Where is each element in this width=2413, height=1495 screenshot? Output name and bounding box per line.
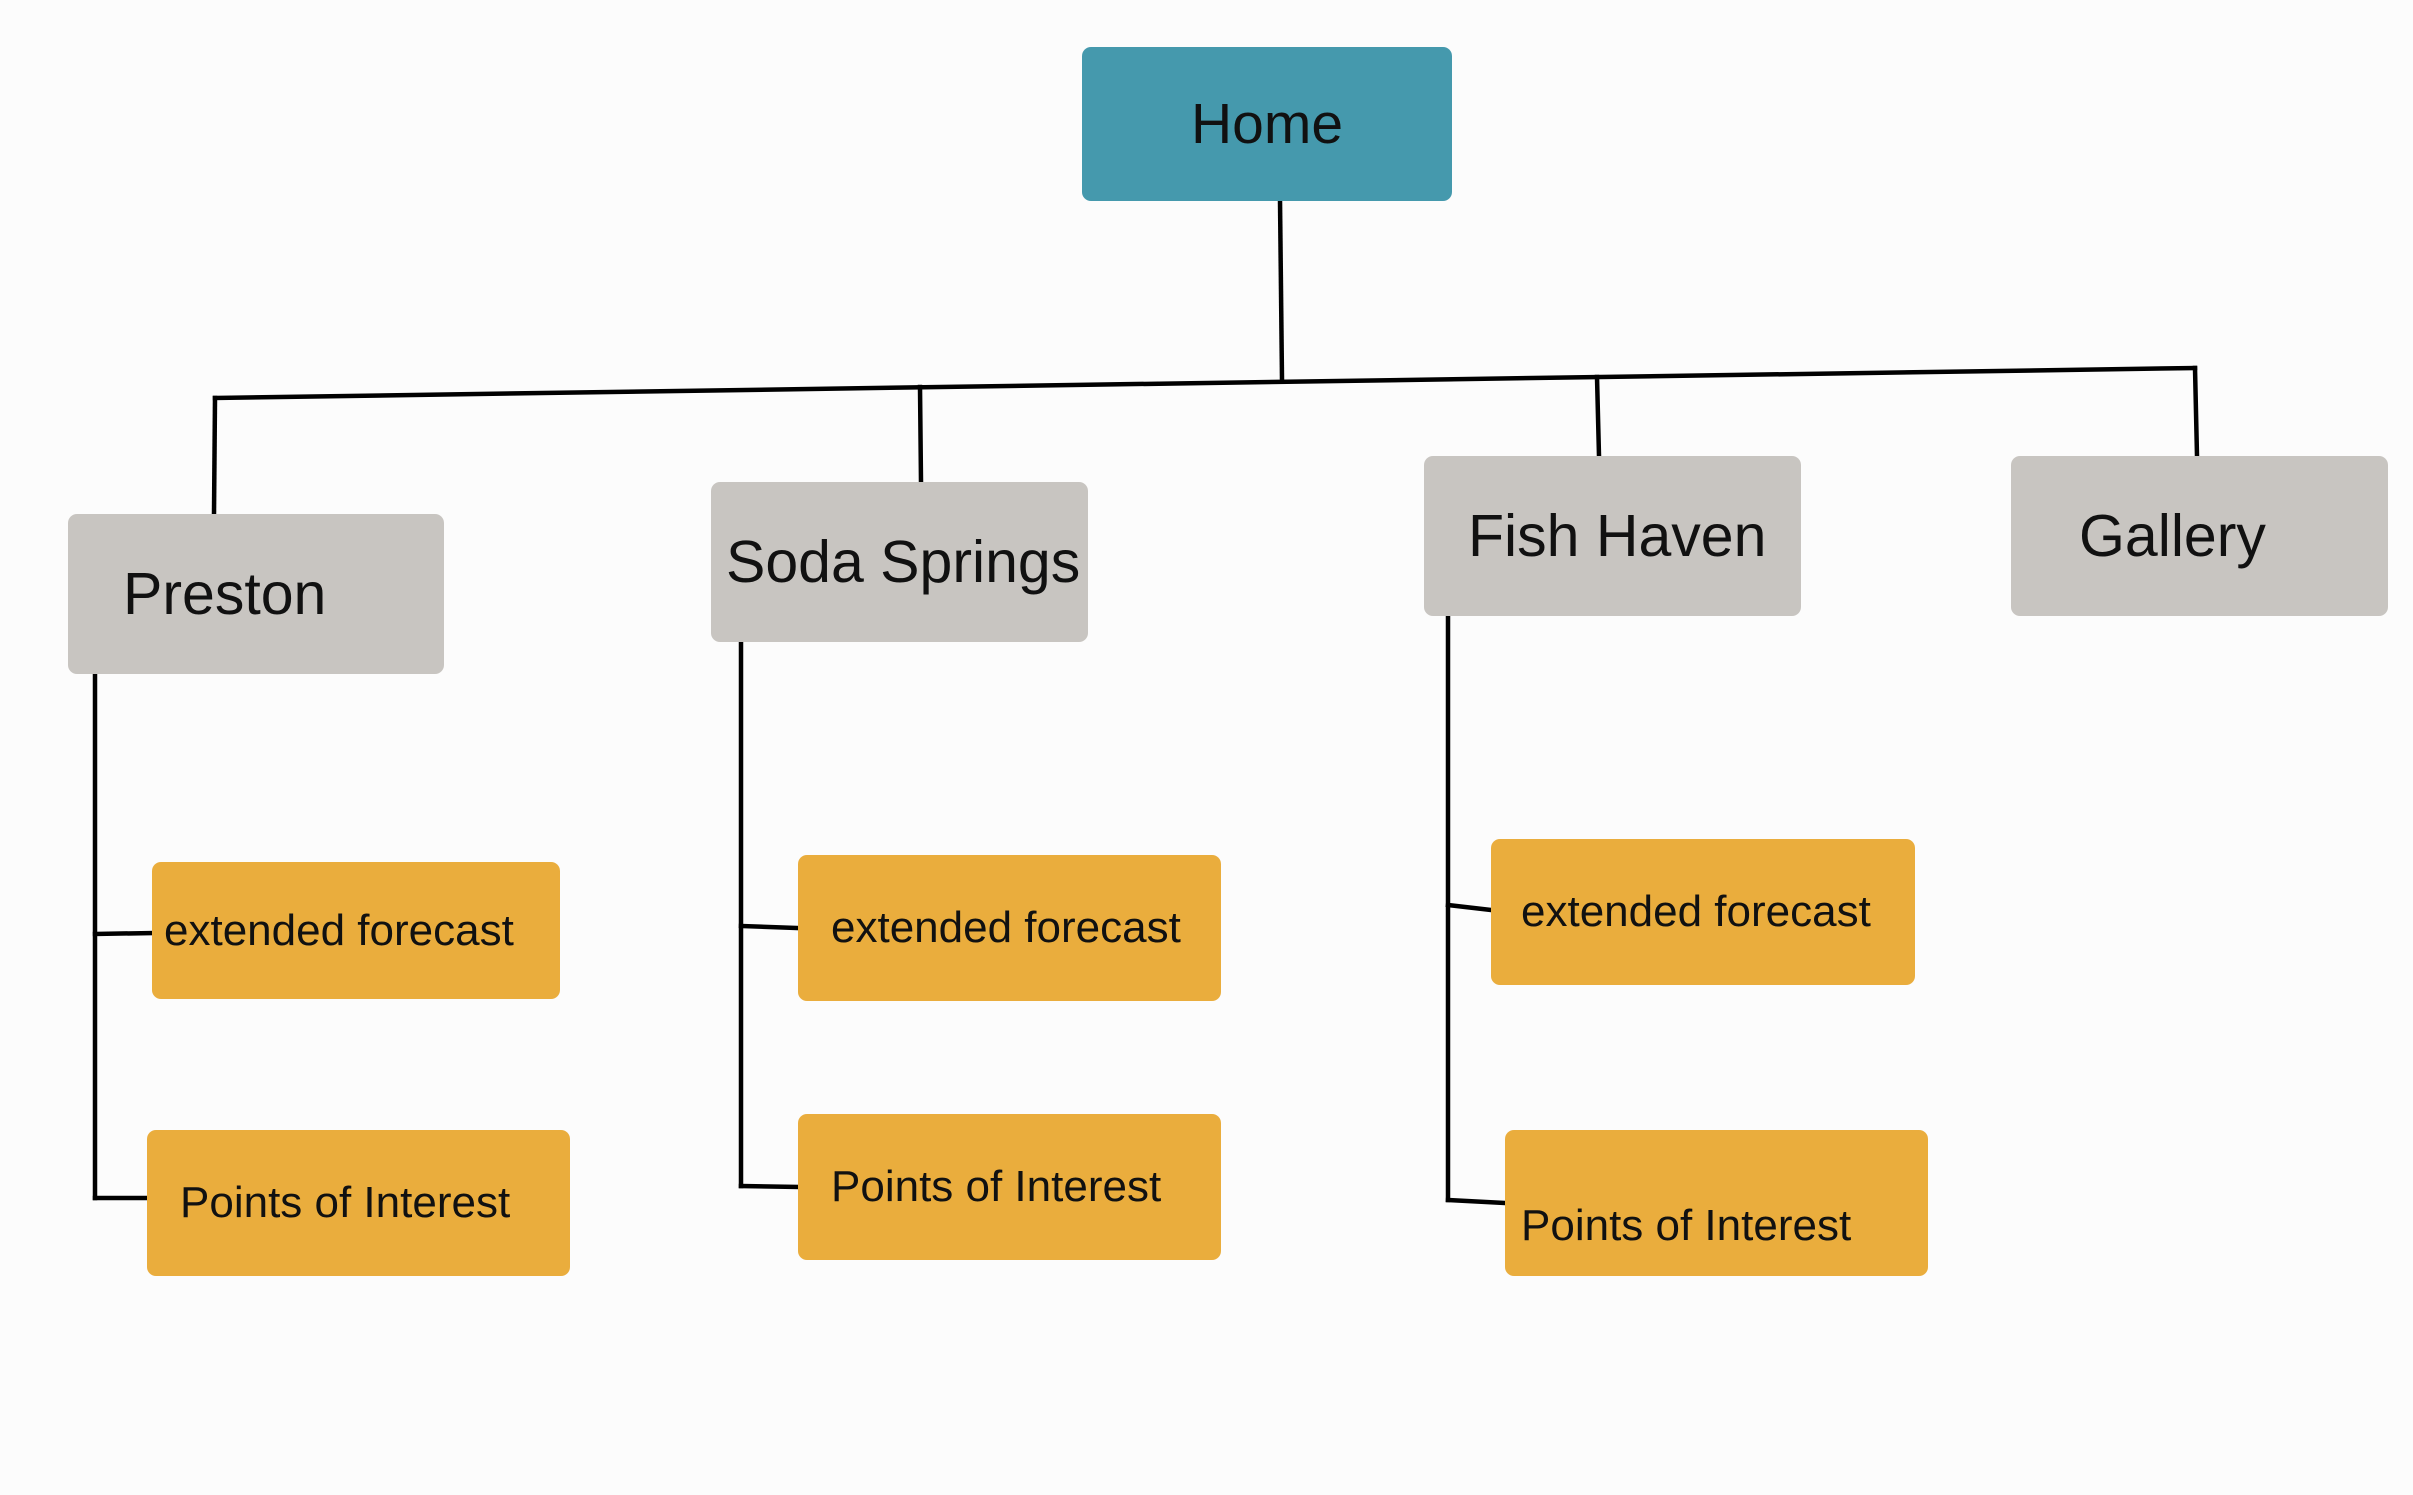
node-home: Home <box>1082 47 1452 201</box>
connector-drop-fish-haven <box>1594 374 1602 459</box>
node-fish-haven-extended-forecast-label: extended forecast <box>1521 887 1871 936</box>
node-section-soda-springs-label: Soda Springs <box>726 529 1081 595</box>
node-preston-extended-forecast: extended forecast <box>152 862 560 999</box>
node-section-soda-springs: Soda Springs <box>711 482 1088 642</box>
node-section-fish-haven: Fish Haven <box>1424 456 1801 616</box>
connector-soda-forecast <box>738 923 801 931</box>
node-home-label: Home <box>1190 92 1344 156</box>
node-fish-haven-extended-forecast: extended forecast <box>1491 839 1915 985</box>
node-section-preston-label: Preston <box>123 561 327 627</box>
connector-fish-poi <box>1445 1197 1508 1206</box>
node-section-fish-haven-label: Fish Haven <box>1468 503 1767 569</box>
connector-preston-forecast <box>92 930 156 937</box>
connector-drop-preston <box>211 395 218 517</box>
node-section-gallery: Gallery <box>2011 456 2388 616</box>
node-preston-points-of-interest-label: Points of Interest <box>180 1178 511 1227</box>
node-preston-points-of-interest: Points of Interest <box>147 1130 570 1276</box>
connector-home-trunk <box>1277 197 1285 383</box>
node-soda-springs-extended-forecast: extended forecast <box>798 855 1221 1001</box>
connector-main-bar <box>212 365 2198 401</box>
node-fish-haven-points-of-interest: Points of Interest <box>1505 1130 1928 1276</box>
connector-fish-forecast <box>1445 902 1494 913</box>
node-soda-springs-points-of-interest: Points of Interest <box>798 1114 1221 1260</box>
connector-drop-gallery <box>2192 365 2200 459</box>
connector-drop-soda-springs <box>917 384 924 485</box>
node-section-preston: Preston <box>68 514 444 674</box>
node-soda-springs-extended-forecast-label: extended forecast <box>831 903 1181 952</box>
node-section-gallery-label: Gallery <box>2079 503 2266 569</box>
node-fish-haven-points-of-interest-label: Points of Interest <box>1521 1201 1852 1250</box>
node-soda-springs-points-of-interest-label: Points of Interest <box>831 1162 1162 1211</box>
node-preston-extended-forecast-label: extended forecast <box>164 905 514 955</box>
connector-soda-poi <box>738 1183 801 1190</box>
